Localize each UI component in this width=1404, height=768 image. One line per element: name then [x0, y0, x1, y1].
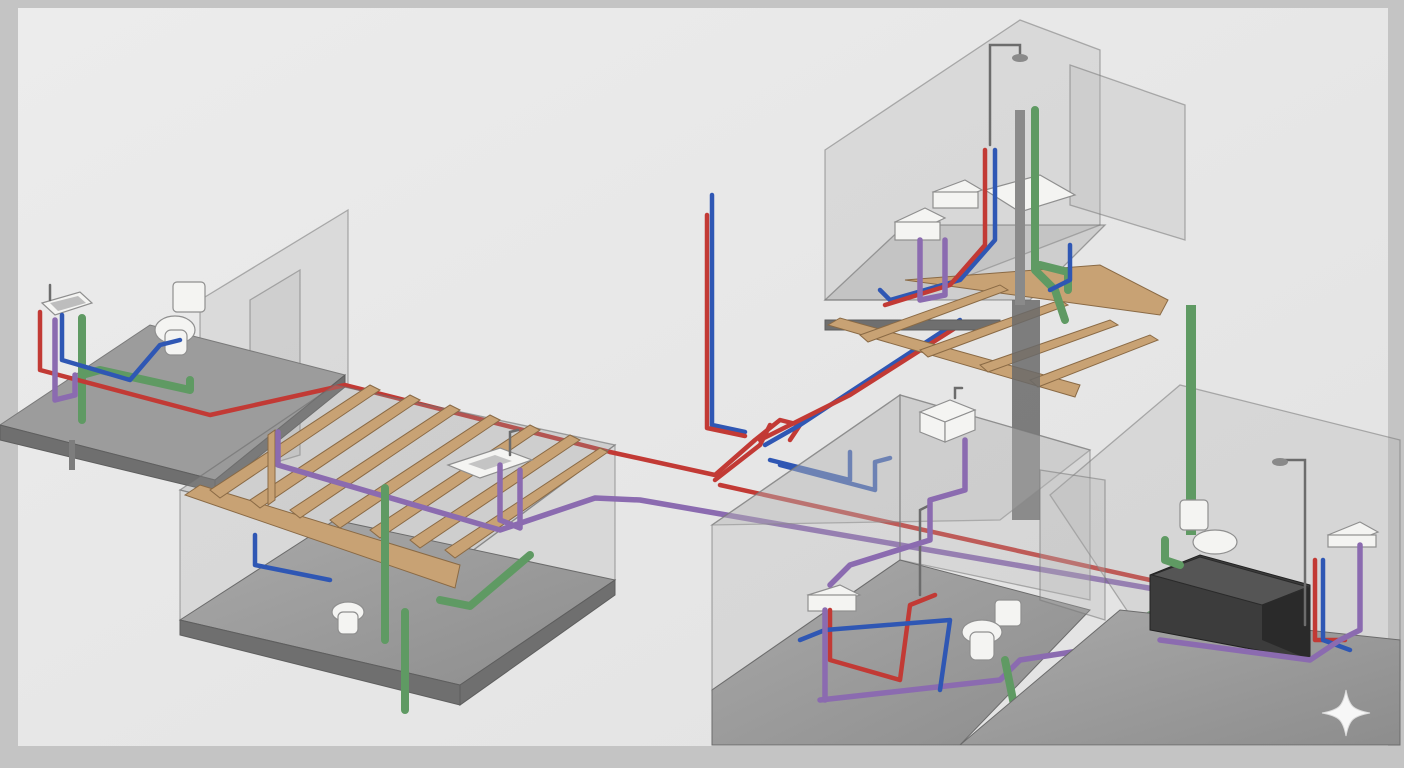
left-lower-cold-pipe	[252, 532, 333, 583]
joist-6	[409, 434, 581, 549]
joist-1	[209, 384, 381, 499]
right-toilet	[1179, 499, 1238, 555]
joist-3	[289, 404, 461, 519]
center-cold-branch-2	[777, 455, 893, 493]
center-cold-lines	[797, 617, 953, 693]
right-drain-branch	[1161, 536, 1184, 569]
kitchen-sink-faucet	[508, 428, 520, 457]
upper-side-wall	[1069, 64, 1186, 241]
center-sink-body	[807, 594, 857, 612]
left-lower-toilet	[331, 601, 365, 635]
upper-drain-stack	[1031, 106, 1069, 324]
toilet-tank	[172, 281, 206, 313]
left-upper-sink	[40, 283, 94, 316]
utility-faucet	[953, 386, 964, 400]
right-bathroom	[958, 305, 1401, 746]
center-lower-toilet	[961, 599, 1022, 661]
right-partition	[1039, 469, 1106, 621]
left-upper-vent-pipe	[52, 317, 78, 403]
sparkle-icon	[1321, 689, 1371, 737]
kitchen-vent-pipe	[497, 462, 523, 531]
upper-support-column	[1012, 300, 1040, 520]
upper-sinks	[893, 179, 984, 241]
right-bathtub	[1149, 554, 1311, 661]
center-shower-riser	[918, 503, 932, 597]
center-hot-loop	[712, 422, 773, 483]
utility-sink	[918, 386, 977, 443]
right-hot-supply	[1312, 557, 1348, 643]
joist-2	[249, 394, 421, 509]
right-shower-riser	[1283, 458, 1307, 627]
left-lower-floor-edge-side	[459, 579, 616, 706]
joist-post	[267, 429, 276, 506]
shower-head	[1012, 54, 1028, 62]
upper-cold-supply	[877, 147, 998, 303]
upper-vent	[917, 237, 948, 303]
sink-bowl	[50, 296, 86, 311]
right-shower-head	[1272, 458, 1288, 466]
left-lower-drain-pipes	[381, 484, 534, 714]
center-cold-riser	[709, 192, 748, 435]
left-lower-room	[178, 384, 1163, 714]
center-toilet-tank	[994, 599, 1022, 627]
center-vent-branch	[827, 437, 968, 588]
upper-shower	[983, 43, 1077, 213]
center-lower-sink	[806, 584, 862, 612]
center-lower-room	[709, 386, 1303, 746]
right-sink-body	[1327, 534, 1377, 548]
upper-cold-riser	[1047, 242, 1073, 293]
shower-head-arm	[988, 43, 1022, 147]
right-drain-stack	[1186, 305, 1196, 535]
center-hot-main	[717, 482, 1153, 583]
upper-joist-1	[859, 284, 1010, 343]
left-upper-drain-pipe	[78, 314, 194, 424]
right-vent	[1157, 542, 1363, 663]
left-upper-hot-pipe	[37, 309, 613, 455]
upper-stack-gray	[1015, 110, 1025, 305]
left-upper-toilet	[154, 281, 206, 356]
upper-sink-2-body	[932, 191, 979, 209]
kitchen-sink-bowl	[468, 455, 512, 470]
joist-front-beam	[183, 484, 461, 589]
center-toilet-base	[969, 631, 995, 661]
upper-right-room	[823, 19, 1186, 520]
joist-4	[329, 414, 501, 529]
center-hot-riser	[704, 212, 748, 439]
upper-sink-1-body	[894, 221, 941, 241]
left-lower-kitchen-sink	[446, 428, 534, 479]
right-toilet-bowl	[1192, 529, 1238, 555]
bathtub-rim	[1150, 556, 1310, 606]
right-toilet-tank	[1179, 499, 1209, 531]
right-cold-supply	[1320, 557, 1353, 653]
center-hot-lines	[827, 592, 938, 683]
utility-sink-side	[944, 409, 976, 443]
center-lower-back-wall	[899, 394, 1091, 601]
left-upper-room	[0, 208, 613, 494]
basement-toilet-base	[337, 611, 359, 635]
right-sink	[1326, 521, 1380, 548]
left-upper-cold-pipe	[59, 312, 183, 383]
bathtub-side	[1262, 587, 1310, 660]
